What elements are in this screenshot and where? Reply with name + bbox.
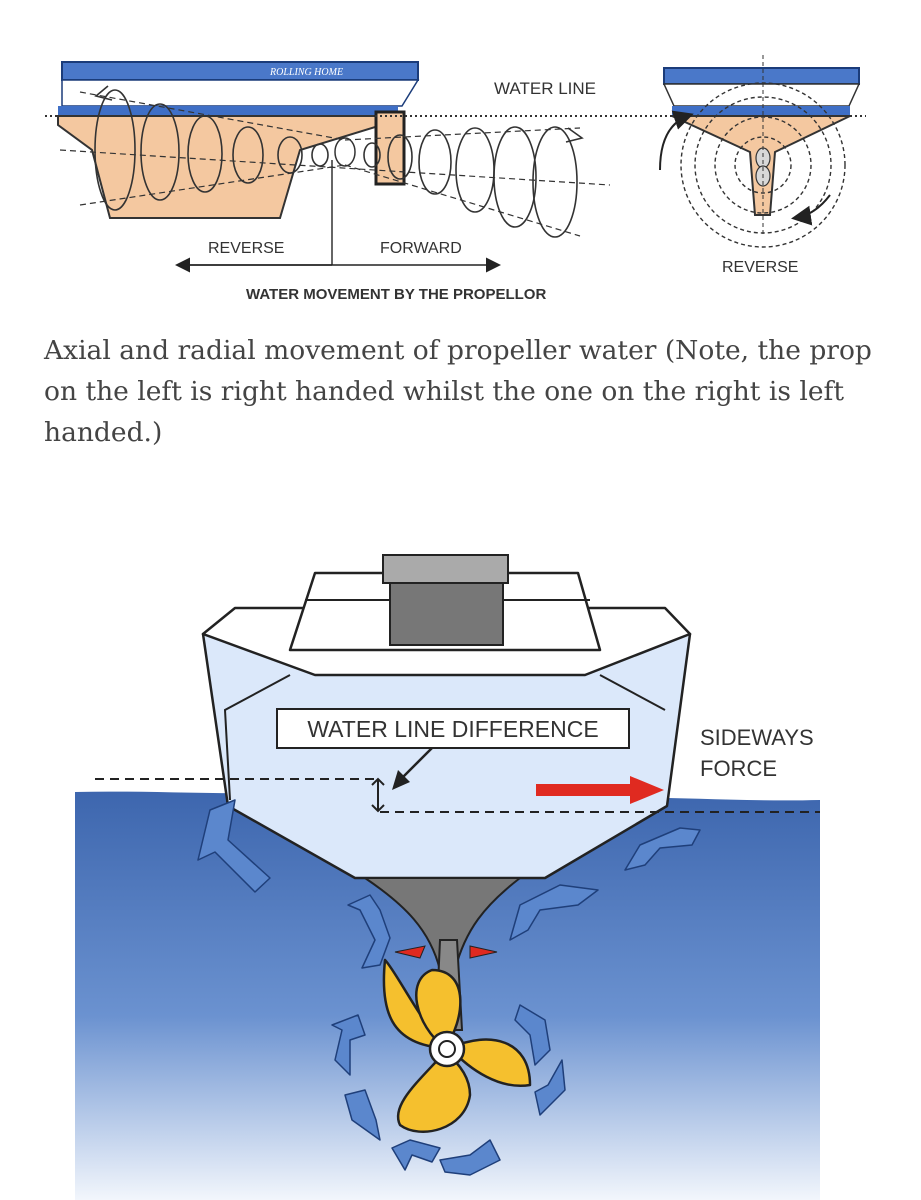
hatch-lid xyxy=(382,554,509,584)
boat-name: ROLLING HOME xyxy=(269,67,343,78)
diagram-title: WATER MOVEMENT BY THE PROPELLOR xyxy=(246,286,546,303)
propeller-blade-right xyxy=(448,1038,532,1088)
propeller-blade-bottom xyxy=(396,1050,472,1133)
water-line-difference-box xyxy=(276,708,630,749)
flow-arrow-bottom-left-icon xyxy=(391,1139,441,1171)
sideways-force-label-line1: SIDEWAYS xyxy=(700,725,814,750)
sideways-force-label-line2: FORCE xyxy=(700,756,777,781)
forward-label: FORWARD xyxy=(380,240,462,257)
cabin-roof xyxy=(61,61,419,81)
prop-wash-helix xyxy=(94,89,578,238)
hull-inner-line xyxy=(223,674,291,801)
red-wash-right xyxy=(469,945,498,959)
sideways-force-arrow-icon xyxy=(536,776,664,804)
red-wash-left xyxy=(394,945,426,959)
difference-marker-icon xyxy=(371,777,385,813)
hull-inner-line-right xyxy=(599,674,666,711)
radial-flow-arrow-left-icon xyxy=(659,110,694,171)
deck-stripe xyxy=(58,106,398,116)
helix-arrow-right-icon xyxy=(565,127,584,143)
stern-propeller-upper xyxy=(755,147,771,169)
flow-arrow-prop-left-upper-icon xyxy=(331,1014,366,1076)
difference-pointer-head-icon xyxy=(392,770,410,790)
flow-arrow-hull-left-icon xyxy=(197,799,271,893)
radial-flow-circles xyxy=(680,82,846,248)
propeller-hub-inner xyxy=(438,1040,456,1058)
propeller-hub xyxy=(428,1030,466,1068)
hatch xyxy=(389,582,504,646)
propeller xyxy=(382,958,532,1133)
flow-arrow-hull-right-icon xyxy=(624,827,701,871)
propeller-water-movement-diagram: WATER LINE ROLLING HOME REVERSE FORWARD … xyxy=(45,55,866,303)
flow-arrow-prop-right-lower-icon xyxy=(534,1059,566,1116)
flow-arrow-prop-left-lower-icon xyxy=(344,1089,381,1141)
hull-upper xyxy=(61,79,420,107)
radial-flow-arrow-bottom-icon xyxy=(791,194,831,226)
flow-arrow-bottom-right-icon xyxy=(439,1139,501,1176)
water-line-label: WATER LINE xyxy=(494,79,596,98)
stern-reverse-label: REVERSE xyxy=(722,259,798,276)
sideways-force-diagram: WATER LINE DIFFERENCE SIDEWAYS FORCE xyxy=(75,554,820,1200)
flow-arrow-prop-right-upper-icon xyxy=(514,1004,551,1066)
stern-deck-stripe xyxy=(672,106,850,116)
hull-underwater xyxy=(57,115,402,219)
side-view-boat xyxy=(57,61,420,219)
reverse-label: REVERSE xyxy=(208,240,284,257)
propeller xyxy=(334,137,356,167)
difference-pointer-arrow xyxy=(399,744,436,781)
rudder xyxy=(374,110,406,186)
figure-caption: Axial and radial movement of propeller w… xyxy=(44,335,872,448)
propeller-blade-top xyxy=(415,968,462,1050)
flow-arrow-keel-left-icon xyxy=(347,894,391,969)
stern-cabin-roof xyxy=(663,67,860,85)
water-line-difference-label: WATER LINE DIFFERENCE xyxy=(307,716,598,742)
helix-arrow-left-icon xyxy=(94,85,113,101)
stern-hull xyxy=(662,83,861,107)
flow-arrows xyxy=(197,799,701,1176)
flow-arrow-keel-right-icon xyxy=(509,884,599,941)
